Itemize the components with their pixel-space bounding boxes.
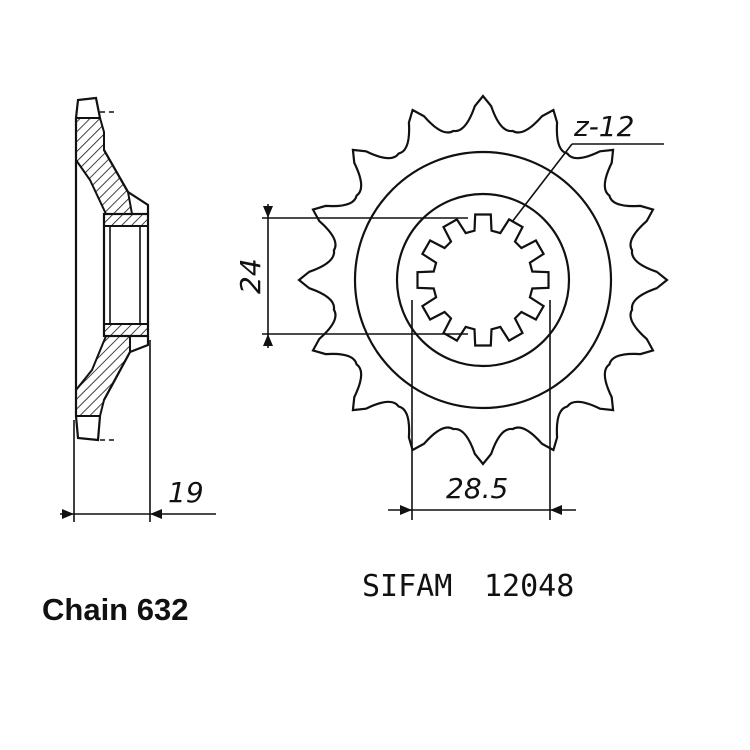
lower-tooth-tip (74, 415, 102, 442)
teeth-count-label: z-12 (573, 110, 634, 143)
hub-bore-lower (103, 323, 149, 337)
sprocket-ring-inner (395, 192, 571, 368)
inner-dimension-label: 24 (234, 258, 267, 294)
sprocket-outer-teeth (297, 94, 669, 466)
hub-bore-upper (103, 213, 149, 227)
upper-web-section (75, 117, 134, 215)
brand-label: SIFAM (362, 569, 452, 604)
upper-tooth-tip (74, 96, 102, 119)
side-view: 19 (60, 96, 216, 522)
sprocket-ring-outer (353, 150, 613, 410)
lower-web-section (75, 335, 131, 417)
width-label: 19 (168, 476, 204, 509)
teeth-leader-line (511, 143, 573, 223)
front-view: z-12 24 28.5 (234, 94, 669, 520)
spline-bore (416, 213, 550, 347)
part-number-label: 12048 (484, 569, 574, 604)
outer-dimension-label: 28.5 (446, 472, 508, 505)
chain-label: Chain 632 (42, 592, 188, 627)
